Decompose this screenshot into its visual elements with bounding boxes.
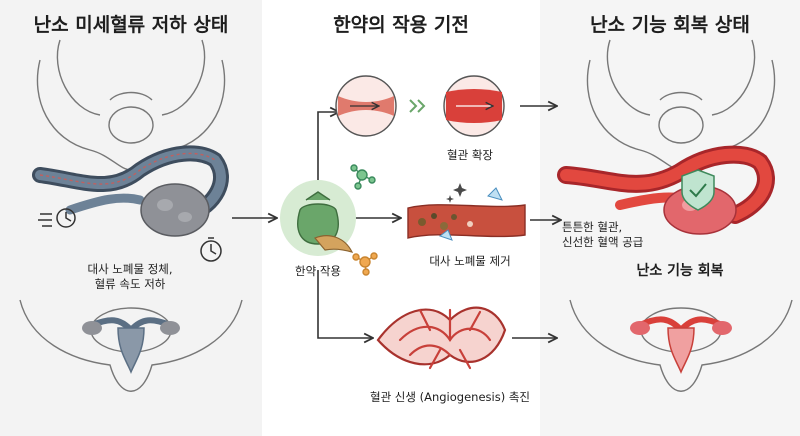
panel-title-right: 난소 기능 회복 상태: [590, 14, 750, 36]
panel-title-middle: 한약의 작용 기전: [333, 14, 469, 36]
sparkle-icon: [446, 183, 467, 203]
left-caption: 대사 노폐물 정체, 혈류 속도 저하: [60, 262, 200, 292]
shield-check-icon: [681, 169, 715, 211]
vessel-healthy: [557, 145, 775, 224]
panel-title-left: 난소 미세혈류 저하 상태: [33, 14, 229, 36]
uterus-icon: [630, 316, 732, 374]
herb-caption: 한약 작용: [295, 264, 341, 278]
angiogenesis-network: [376, 306, 507, 370]
left-caption-line2: 혈류 속도 저하: [94, 277, 166, 291]
vessel-after-circle: [443, 75, 505, 137]
right-caption-line1: 튼튼한 혈관,: [562, 220, 623, 234]
left-caption-line1: 대사 노폐물 정체,: [87, 262, 173, 276]
ovary-bad: [140, 183, 210, 237]
vessel-constricted: [32, 145, 229, 223]
vessel-before-circle: [335, 75, 397, 137]
waste-caption: 대사 노폐물 제거: [429, 254, 511, 268]
arrow-to-dilation: [317, 112, 338, 180]
dilation-caption: 혈관 확장: [447, 148, 493, 162]
right-caption-line2: 신선한 혈액 공급: [562, 235, 644, 249]
arrow-to-angio: [317, 270, 372, 338]
stopwatch-icon: [200, 237, 222, 262]
clock-icon: [38, 208, 76, 228]
angiogenesis-caption: 혈관 신생 (Angiogenesis) 촉진: [369, 390, 531, 404]
vessel-waste-removal: [407, 187, 526, 241]
fallopian-tube-bad: [65, 193, 145, 215]
molecule-icon: [352, 252, 378, 276]
right-caption: 튼튼한 혈관, 신선한 혈액 공급: [562, 220, 672, 250]
uterus-icon: [82, 317, 180, 374]
recovery-caption: 난소 기능 회복: [636, 263, 724, 279]
molecule-icon: [350, 164, 376, 190]
ginseng-icon: [314, 235, 354, 253]
double-chevron-icon: [409, 99, 426, 113]
herb-bag-icon: [297, 191, 339, 245]
